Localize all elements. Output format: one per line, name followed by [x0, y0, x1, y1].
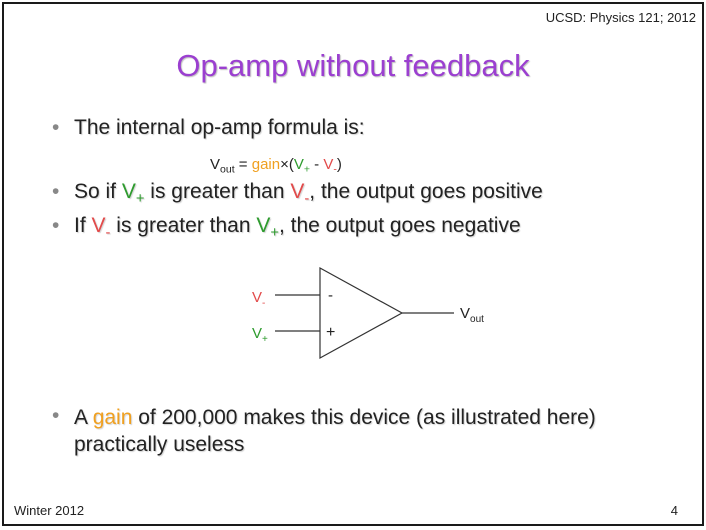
- formula-eq: =: [234, 156, 252, 173]
- formula-vminus: V: [323, 156, 334, 173]
- vminus-sub: -: [105, 225, 111, 242]
- plus-input-label: V+: [252, 325, 268, 345]
- vplus-label: V: [256, 214, 271, 237]
- bullet-3-text: If V- is greater than V+, the output goe…: [74, 214, 521, 242]
- bullet-2-part-3: , the output goes positive: [309, 180, 543, 203]
- formula-plus-sub: +: [303, 163, 311, 176]
- formula-minus-sub: -: [333, 163, 337, 176]
- bullet-1-text: The internal op-amp formula is:: [74, 116, 365, 139]
- formula-minus-sign: -: [310, 156, 324, 173]
- bullet-3-part-2: is greater than: [110, 214, 257, 237]
- vplus-sub: +: [135, 191, 145, 208]
- output-label: Vout: [460, 305, 484, 325]
- vminus-sub: -: [304, 191, 310, 208]
- bullet-dot: •: [52, 214, 60, 237]
- bullet-4-part-1: A: [74, 406, 93, 429]
- bullet-dot: •: [52, 180, 60, 203]
- formula-v: V: [210, 156, 221, 173]
- opamp-diagram: V- V+ - + Vout: [252, 266, 484, 360]
- bullet-2-text: So if V+ is greater than V-, the output …: [74, 180, 543, 208]
- bullet-4-text: A gain of 200,000 makes this device (as …: [74, 404, 674, 458]
- bullet-3-part-1: If: [74, 214, 92, 237]
- bullet-3-part-3: , the output goes negative: [278, 214, 521, 237]
- plus-terminal: +: [326, 324, 335, 341]
- vplus-label: V: [121, 180, 136, 203]
- bullet-4-part-2: of 200,000 makes this device (as illustr…: [74, 406, 596, 456]
- footer-left: Winter 2012: [14, 503, 85, 518]
- formula: Vout = gain×(V+ - V-): [210, 156, 342, 176]
- bullet-2-part-2: is greater than: [144, 180, 291, 203]
- formula-gain: gain: [251, 156, 281, 173]
- formula-times: ×(: [280, 156, 294, 173]
- header-tag: UCSD: Physics 121; 2012: [545, 10, 696, 25]
- page-number: 4: [670, 503, 678, 518]
- vminus-label: V: [290, 180, 305, 203]
- formula-out-sub: out: [220, 163, 235, 176]
- vminus-label: V: [91, 214, 106, 237]
- formula-close: ): [336, 156, 342, 173]
- opamp-triangle: [319, 266, 404, 360]
- bullet-4-gain: gain: [92, 406, 133, 429]
- bullet-2-part-1: So if: [74, 180, 122, 203]
- slide-title: Op-amp without feedback: [176, 48, 530, 83]
- bullet-dot: •: [52, 116, 60, 139]
- minus-input-label: V-: [252, 289, 265, 309]
- formula-vplus: V: [293, 156, 304, 173]
- minus-terminal: -: [328, 287, 333, 304]
- vplus-sub: +: [270, 225, 279, 242]
- bullet-dot: •: [52, 404, 60, 427]
